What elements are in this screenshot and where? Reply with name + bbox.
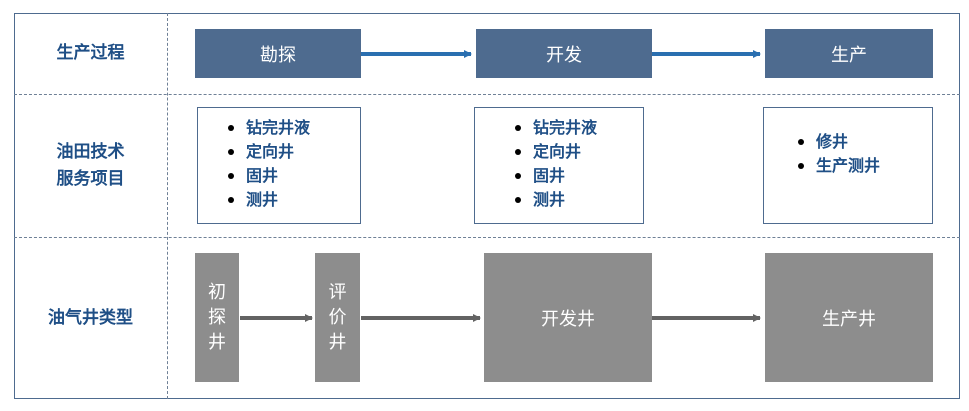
service-item: 测井 bbox=[511, 188, 643, 212]
phase-exploration: 勘探 bbox=[195, 29, 361, 78]
row-divider-2 bbox=[14, 237, 960, 238]
services-development: 钻完井液 定向井 固井 测井 bbox=[474, 107, 644, 224]
phase-exploration-label: 勘探 bbox=[260, 44, 296, 66]
row-label-well-types-text: 油气井类型 bbox=[48, 308, 133, 328]
row-label-services-line2: 服务项目 bbox=[56, 169, 125, 189]
row-label-services: 油田技术 服务项目 bbox=[15, 96, 166, 236]
services-development-list: 钻完井液 定向井 固井 测井 bbox=[511, 116, 643, 212]
row-label-services-text: 油田技术 服务项目 bbox=[57, 139, 125, 193]
phase-production: 生产 bbox=[765, 29, 933, 78]
row-label-services-line1: 油田技术 bbox=[56, 142, 125, 162]
well-label-char: 探 bbox=[208, 307, 226, 328]
row-label-well-types: 油气井类型 bbox=[15, 239, 166, 398]
well-label-char: 评 bbox=[328, 282, 347, 303]
service-item: 生产测井 bbox=[794, 154, 932, 178]
well-appraisal: 评 价 井 bbox=[315, 253, 360, 382]
services-exploration-list: 钻完井液 定向井 固井 测井 bbox=[224, 116, 360, 212]
services-production-list: 修井 生产测井 bbox=[794, 130, 932, 178]
well-development: 开发井 bbox=[484, 253, 652, 382]
service-item: 定向井 bbox=[511, 140, 643, 164]
diagram-frame bbox=[14, 13, 960, 399]
well-production-label: 生产井 bbox=[822, 308, 876, 330]
well-label-char: 价 bbox=[328, 307, 347, 328]
well-preliminary-exploration-label: 初 探 井 bbox=[208, 280, 226, 355]
well-production: 生产井 bbox=[765, 253, 933, 382]
service-item: 钻完井液 bbox=[224, 116, 360, 140]
well-label-char: 初 bbox=[208, 282, 226, 303]
well-appraisal-label: 评 价 井 bbox=[329, 280, 347, 355]
phase-development-label: 开发 bbox=[546, 44, 582, 66]
well-preliminary-exploration: 初 探 井 bbox=[195, 253, 239, 382]
service-item: 钻完井液 bbox=[511, 116, 643, 140]
service-item: 测井 bbox=[224, 188, 360, 212]
well-label-char: 井 bbox=[328, 332, 347, 353]
service-item: 固井 bbox=[511, 164, 643, 188]
row-label-process: 生产过程 bbox=[15, 14, 166, 93]
phase-development: 开发 bbox=[476, 29, 652, 78]
services-production: 修井 生产测井 bbox=[763, 107, 933, 224]
row-divider-1 bbox=[14, 94, 960, 95]
service-item: 修井 bbox=[794, 130, 932, 154]
column-divider bbox=[167, 13, 168, 399]
service-item: 定向井 bbox=[224, 140, 360, 164]
well-label-char: 井 bbox=[208, 332, 226, 353]
phase-production-label: 生产 bbox=[831, 44, 867, 66]
row-label-process-text: 生产过程 bbox=[56, 43, 125, 63]
service-item: 固井 bbox=[224, 164, 360, 188]
services-exploration: 钻完井液 定向井 固井 测井 bbox=[197, 107, 361, 224]
well-development-label: 开发井 bbox=[541, 308, 595, 330]
